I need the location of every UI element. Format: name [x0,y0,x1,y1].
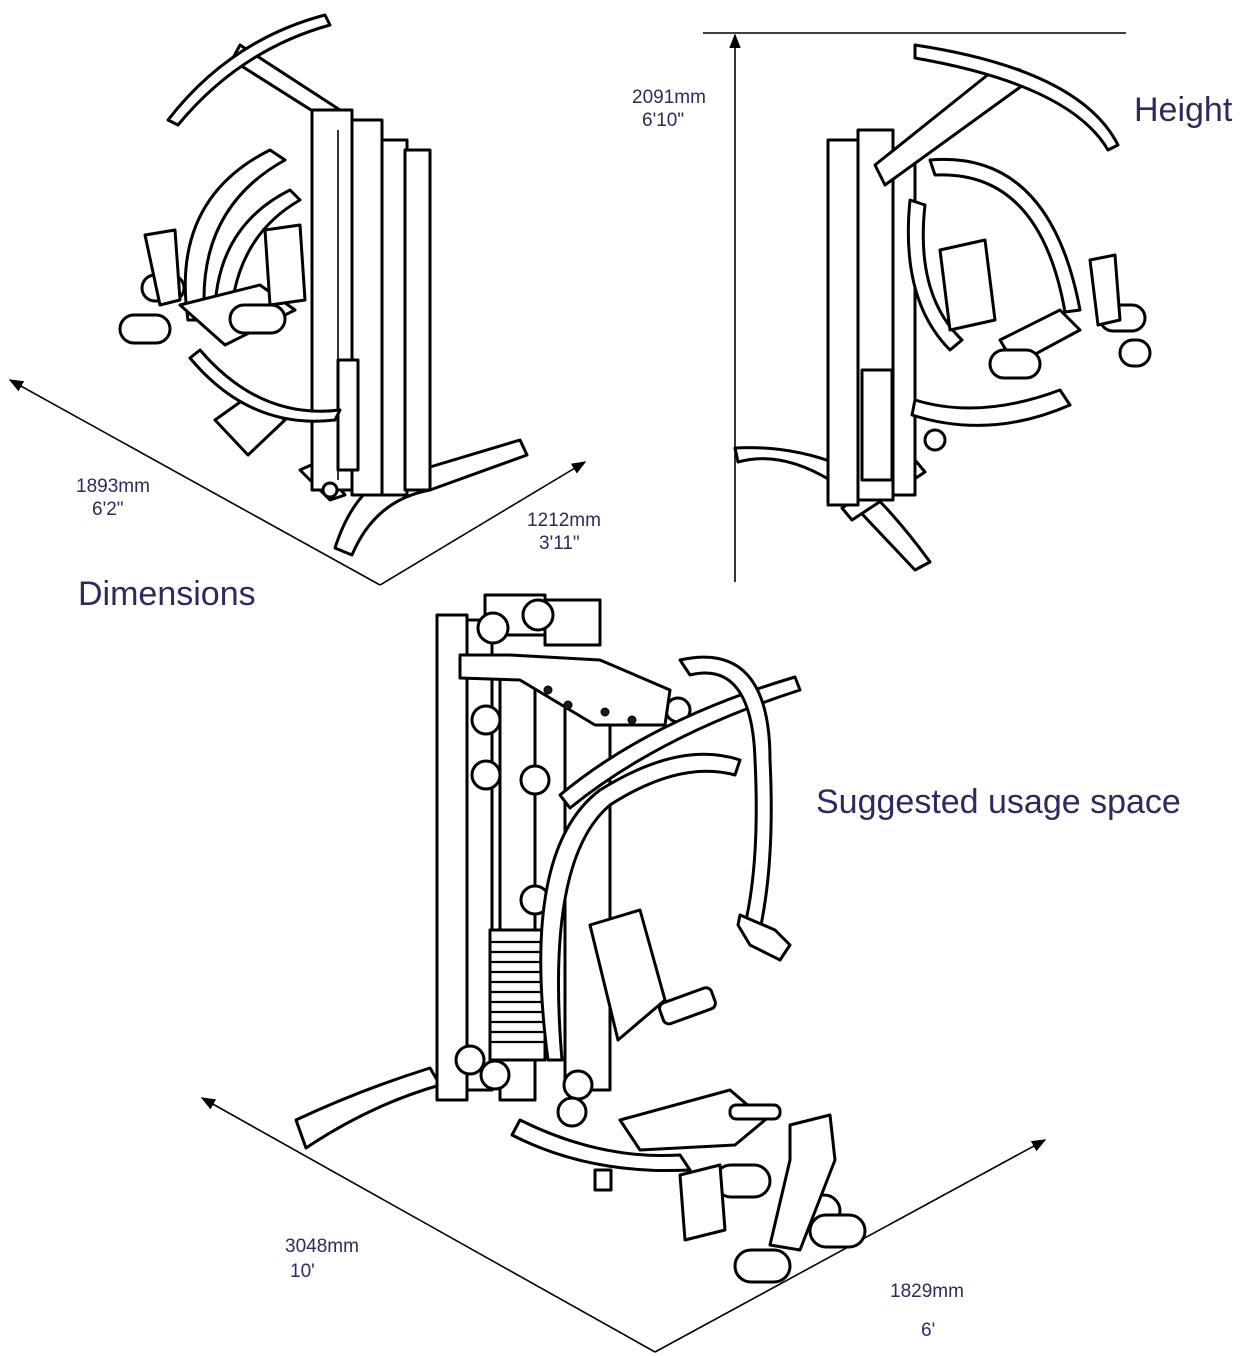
usage-length-ft-label: 10' [290,1261,315,1282]
footprint-length-mm-label: 1893mm [76,476,150,497]
dimensions-title: Dimensions [78,575,256,613]
footprint-length-dimension-line [8,379,381,586]
machine-usage-space-illustration [200,593,1047,1353]
height-mm-label: 2091mm [632,87,706,108]
usage-length-dimension-line [200,1097,656,1353]
usage-width-mm-label: 1829mm [890,1281,964,1302]
usage-width-ft-label: 6' [921,1320,935,1341]
machine-footprint-illustration [8,13,587,586]
footprint-length-ft-label: 6'2" [92,499,124,520]
suggested-usage-space-title: Suggested usage space [816,783,1181,821]
height-ft-label: 6'10" [642,110,684,131]
footprint-width-dimension-line [379,461,587,586]
machine-height-illustration [703,32,1152,582]
footprint-width-mm-label: 1212mm [527,510,601,531]
height-title: Height [1134,91,1233,129]
usage-length-mm-label: 3048mm [285,1236,359,1257]
weight-stack-plates [490,940,545,1044]
footprint-width-ft-label: 3'11" [539,533,580,554]
